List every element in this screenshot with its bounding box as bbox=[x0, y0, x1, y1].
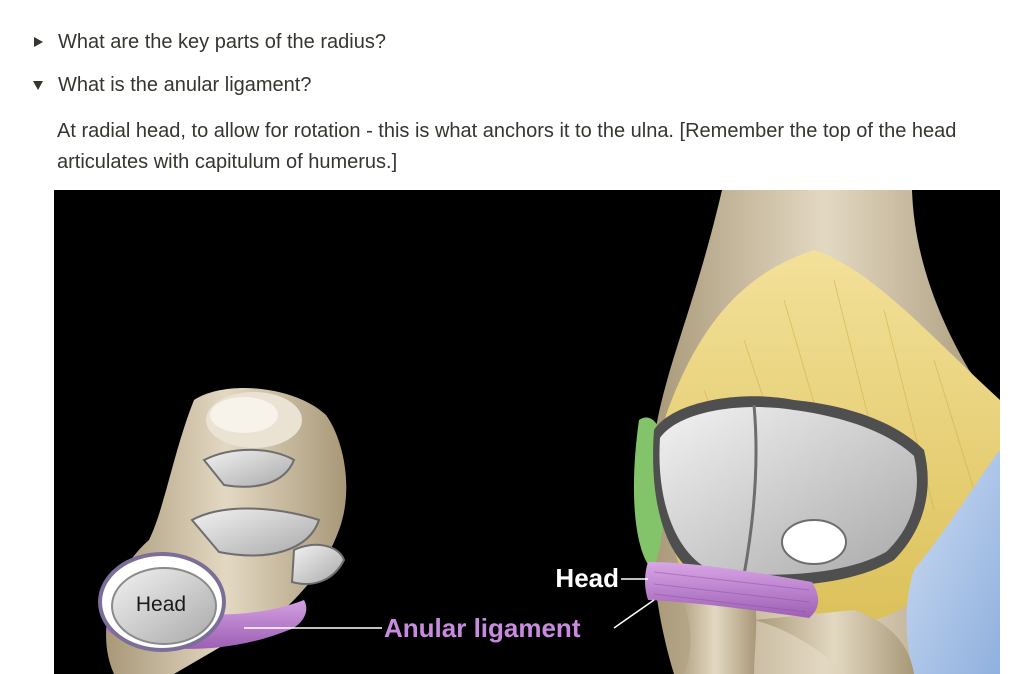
triangle-right-icon[interactable] bbox=[28, 32, 48, 52]
anatomy-image: Head bbox=[54, 190, 1000, 674]
head-label-small: Head bbox=[136, 593, 186, 616]
toggle-label: What is the anular ligament? bbox=[58, 74, 312, 96]
toggle-anular-ligament[interactable]: What is the anular ligament? bbox=[28, 71, 311, 99]
toggle-key-parts-radius[interactable]: What are the key parts of the radius? bbox=[28, 28, 386, 56]
toggle-body-text: At radial head, to allow for rotation - … bbox=[57, 120, 957, 173]
anular-ligament-label: Anular ligament bbox=[384, 613, 581, 643]
triangle-down-icon[interactable] bbox=[28, 75, 48, 95]
anatomy-illustration: Head bbox=[98, 190, 1000, 674]
radius-superior-view bbox=[98, 388, 347, 674]
toggle-label: What are the key parts of the radius? bbox=[58, 31, 386, 53]
head-label-main: Head bbox=[555, 563, 619, 593]
elbow-joint-view bbox=[633, 190, 1000, 674]
anular-leader-line-right bbox=[613, 599, 655, 629]
